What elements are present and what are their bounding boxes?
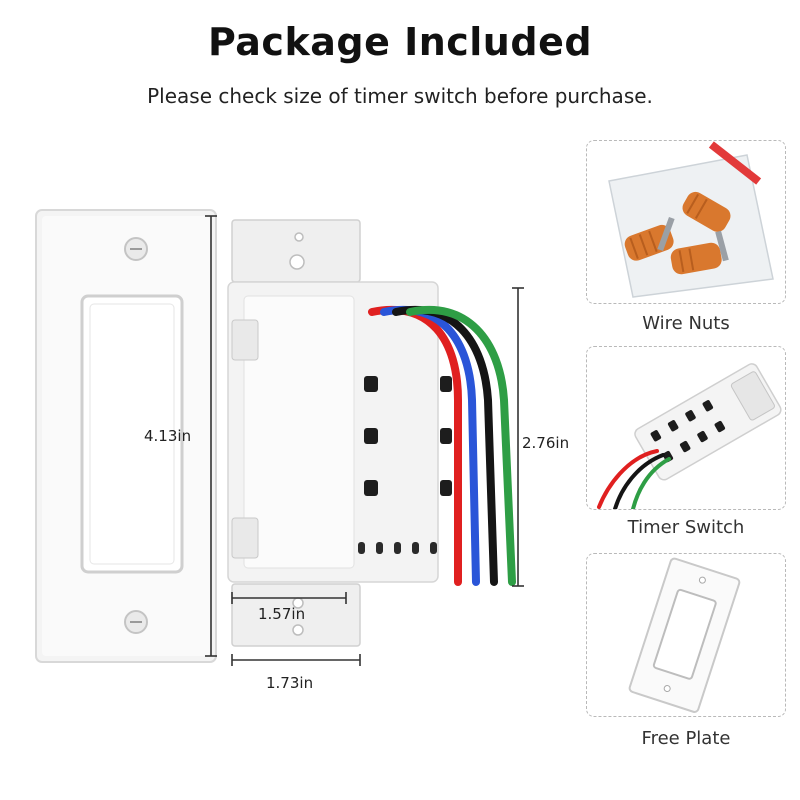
- page-title: Package Included: [207, 20, 593, 64]
- wire-nuts-image: [608, 141, 774, 298]
- dimension-plate-height: 4.13in: [144, 427, 192, 445]
- dimension-body-width: 1.57in: [258, 605, 306, 623]
- free-plate-card: [586, 553, 786, 717]
- dimension-switch-height: 2.76in: [522, 434, 570, 452]
- wire-nuts-label: Wire Nuts: [642, 313, 730, 334]
- wall-plate-image: [35, 209, 217, 663]
- switch-bottom-strap: [231, 583, 361, 647]
- free-plate-image: [628, 557, 741, 713]
- switch-body-image: [227, 281, 452, 583]
- switch-wires: [368, 305, 516, 586]
- dimension-mount-width: 1.73in: [266, 674, 314, 692]
- dimension-lines: [205, 215, 524, 666]
- timer-switch-label: Timer Switch: [627, 517, 745, 538]
- switch-top-strap: [231, 219, 361, 283]
- free-plate-label: Free Plate: [641, 728, 731, 749]
- timer-switch-card: [586, 346, 786, 510]
- page-subtitle: Please check size of timer switch before…: [147, 84, 653, 108]
- timer-switch-image: [597, 363, 782, 509]
- wire-nuts-card: [586, 140, 786, 304]
